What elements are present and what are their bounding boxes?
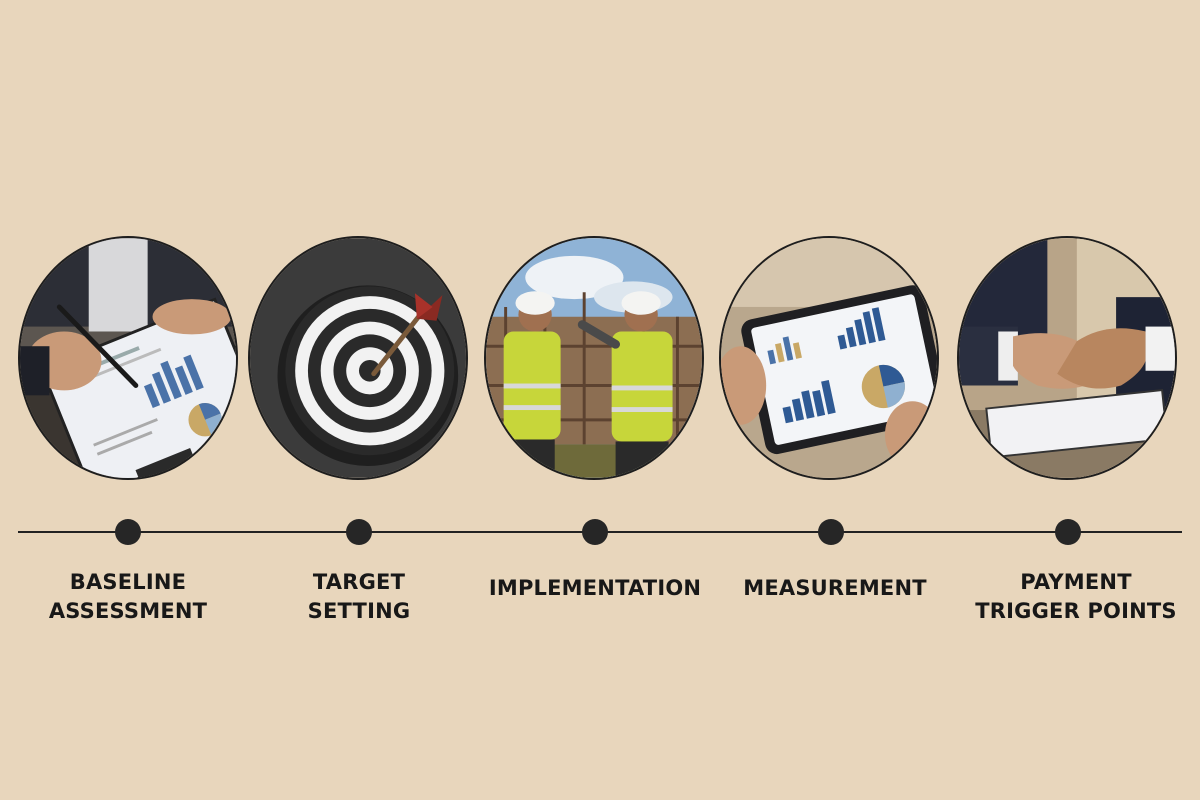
timeline-dot-4 — [818, 519, 844, 545]
step-label-line: SETTING — [307, 599, 411, 623]
step-label-line: TRIGGER POINTS — [975, 599, 1177, 623]
step-label-payment-trigger-points: PAYMENT TRIGGER POINTS — [956, 568, 1196, 626]
step-label-target-setting: TARGET SETTING — [239, 568, 479, 626]
payment-trigger-image — [957, 236, 1177, 480]
baseline-assessment-image — [18, 236, 238, 480]
timeline-dot-3 — [582, 519, 608, 545]
clipboard-charts-icon — [20, 238, 236, 478]
timeline-dot-2 — [346, 519, 372, 545]
step-label-line: IMPLEMENTATION — [488, 576, 702, 600]
step-label-line: ASSESSMENT — [48, 599, 208, 623]
implementation-image — [484, 236, 704, 480]
step-label-baseline-assessment: BASELINE ASSESSMENT — [8, 568, 248, 626]
timeline-dot-5 — [1055, 519, 1081, 545]
timeline-dot-1 — [115, 519, 141, 545]
step-label-line: TARGET — [312, 570, 406, 594]
step-label-line: MEASUREMENT — [743, 576, 927, 600]
step-label-line: BASELINE — [69, 570, 187, 594]
step-label-measurement: MEASUREMENT — [715, 574, 955, 603]
tablet-charts-icon — [721, 238, 937, 478]
target-setting-image — [248, 236, 468, 480]
step-label-line: PAYMENT — [1020, 570, 1132, 594]
construction-workers-icon — [486, 238, 702, 478]
handshake-icon — [959, 238, 1175, 478]
measurement-image — [719, 236, 939, 480]
step-label-implementation: IMPLEMENTATION — [475, 574, 715, 603]
dartboard-icon — [250, 238, 466, 478]
